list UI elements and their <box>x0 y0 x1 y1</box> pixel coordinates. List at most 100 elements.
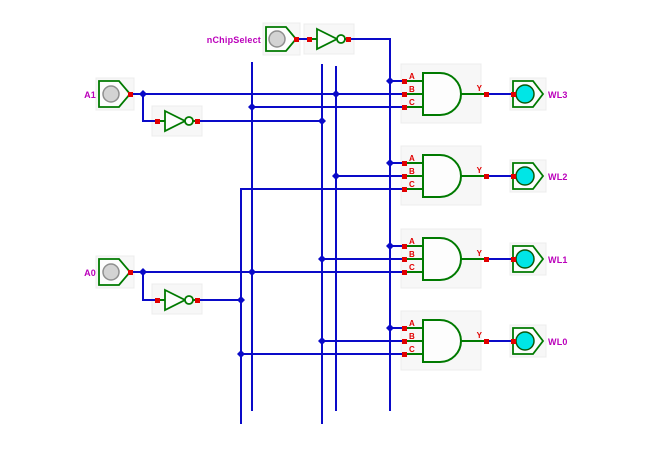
inverter-a1[interactable] <box>155 109 200 133</box>
pin-label-y: Y <box>477 84 483 93</box>
output-led-wl0[interactable]: WL0 <box>511 327 568 355</box>
pin <box>402 339 407 344</box>
and-gate-body[interactable] <box>422 237 462 281</box>
and-gate-body[interactable] <box>422 154 462 198</box>
pin <box>155 298 160 303</box>
junction <box>386 159 394 167</box>
pin <box>511 257 516 262</box>
input-label: A1 <box>84 90 96 100</box>
junction <box>318 117 326 125</box>
pin <box>128 270 133 275</box>
pin <box>402 326 407 331</box>
pin-label-a: A <box>409 319 415 328</box>
output-led-wl3[interactable]: WL3 <box>511 80 568 108</box>
and-gate-wl1[interactable]: A B C Y <box>402 237 489 281</box>
pin <box>402 270 407 275</box>
and-gate-body[interactable] <box>422 72 462 116</box>
pin <box>402 352 407 357</box>
pin <box>402 244 407 249</box>
not-gate-bubble <box>184 116 194 126</box>
wire-a1-to-inverter <box>142 93 158 122</box>
pin <box>511 339 516 344</box>
junction <box>139 90 147 98</box>
pin <box>484 339 489 344</box>
junction <box>248 268 256 276</box>
junction <box>237 296 245 304</box>
and-gate-wl0[interactable]: A B C Y <box>402 319 489 363</box>
output-label: WL1 <box>548 255 568 265</box>
led-lamp <box>515 331 535 351</box>
not-gate-bubble <box>184 295 194 305</box>
wires <box>131 38 514 424</box>
not-gate-triangle[interactable] <box>164 288 188 312</box>
pin <box>128 92 133 97</box>
pin-label-c: C <box>409 263 415 272</box>
junction <box>332 90 340 98</box>
input-button[interactable] <box>102 263 120 281</box>
pin-label-y: Y <box>477 249 483 258</box>
pin <box>484 174 489 179</box>
pin <box>402 187 407 192</box>
inverter-a0[interactable] <box>155 288 200 312</box>
led-lamp <box>515 166 535 186</box>
pin-label-b: B <box>409 85 415 94</box>
pin <box>484 92 489 97</box>
pin <box>402 161 407 166</box>
input-button[interactable] <box>268 30 286 48</box>
input-a0[interactable]: A0 <box>84 258 133 286</box>
pin-label-c: C <box>409 180 415 189</box>
junctions <box>139 77 394 358</box>
output-led-wl2[interactable]: WL2 <box>511 162 568 190</box>
pin <box>402 79 407 84</box>
output-label: WL0 <box>548 337 568 347</box>
output-label: WL2 <box>548 172 568 182</box>
junction <box>139 268 147 276</box>
junction <box>318 337 326 345</box>
pin-label-b: B <box>409 167 415 176</box>
junction <box>332 172 340 180</box>
pin <box>402 174 407 179</box>
junction <box>248 103 256 111</box>
output-led-wl1[interactable]: WL1 <box>511 245 568 273</box>
pin <box>402 257 407 262</box>
output-label: WL3 <box>548 90 568 100</box>
inverter-nchipselect[interactable] <box>307 27 351 51</box>
pin-label-y: Y <box>477 166 483 175</box>
pin <box>346 37 351 42</box>
pin <box>484 257 489 262</box>
and-gate-body[interactable] <box>422 319 462 363</box>
input-label: A0 <box>84 268 96 278</box>
junction <box>386 324 394 332</box>
wire-enable-bus <box>349 38 391 411</box>
pin-label-y: Y <box>477 331 483 340</box>
and-gate-wl3[interactable]: A B C Y <box>402 72 489 116</box>
led-lamp <box>515 84 535 104</box>
pin-label-b: B <box>409 332 415 341</box>
not-gate-triangle[interactable] <box>164 109 188 133</box>
not-gate-triangle[interactable] <box>316 27 340 51</box>
input-label: nChipSelect <box>207 35 261 45</box>
pin <box>307 37 312 42</box>
pin-label-c: C <box>409 98 415 107</box>
junction <box>386 242 394 250</box>
input-button[interactable] <box>102 85 120 103</box>
pin <box>195 298 200 303</box>
input-a1[interactable]: A1 <box>84 80 133 108</box>
input-nchipselect[interactable]: nChipSelect <box>207 26 299 52</box>
junction <box>318 255 326 263</box>
pin <box>294 37 299 42</box>
pin-label-c: C <box>409 345 415 354</box>
pin <box>195 119 200 124</box>
pin <box>402 105 407 110</box>
pin <box>402 92 407 97</box>
wire-a0-to-inverter <box>142 271 158 301</box>
pin <box>511 92 516 97</box>
pin <box>155 119 160 124</box>
not-gate-bubble <box>336 34 346 44</box>
pin <box>511 174 516 179</box>
pin-label-a: A <box>409 154 415 163</box>
wire-a0n-bus <box>240 188 405 424</box>
pin-label-a: A <box>409 237 415 246</box>
and-gate-wl2[interactable]: A B C Y <box>402 154 489 198</box>
